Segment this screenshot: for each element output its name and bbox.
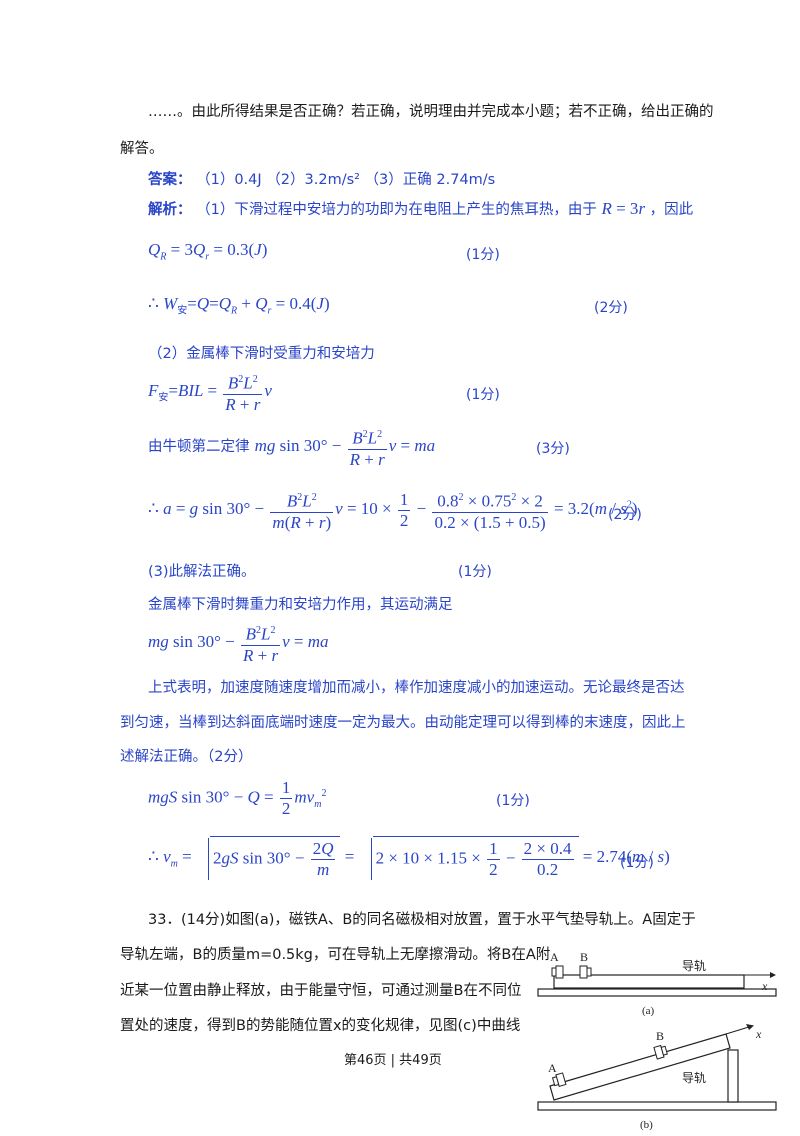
figure-a: A B 导轨 x (a) (532, 946, 782, 1018)
answer-text: （1）0.4J （2）3.2m/s² （3）正确 2.74m/s (196, 172, 496, 188)
figure-a-rail-label: 导轨 (682, 959, 706, 973)
q33-line-2: 导轨左端，B的质量m=0.5kg，可在导轨上无摩擦滑动。将B在A附 (120, 947, 551, 963)
r-relation-formula: R = 3r (601, 199, 646, 218)
score-6: (1分) (458, 564, 492, 580)
q33-line-1: 33．(14分)如图(a)，磁铁A、B的同名磁极相对放置，置于水平气垫导轨上。A… (148, 912, 696, 928)
q33-line-3: 近某一位置由静止释放，由于能量守恒，可通过测量B在不同位 (120, 983, 522, 999)
analysis-line: 解析： （1）下滑过程中安培力的功即为在电阻上产生的焦耳热，由于 R = 3r … (148, 198, 693, 219)
newton-text: 由牛顿第二定律 (148, 439, 250, 456)
figure-b-diagram: A B 导轨 x (b) (537, 1024, 777, 1131)
figure-b-caption: (b) (640, 1119, 653, 1131)
figure-a-label-a: A (550, 950, 559, 964)
figure-b-axis-label: x (755, 1027, 762, 1041)
q33-line-4: 置处的速度，得到B的势能随位置x的变化规律，见图(c)中曲线 (120, 1018, 521, 1034)
score-4: (3分) (536, 441, 570, 457)
part3-para-1: 上式表明，加速度随速度增加而减小，棒作加速度减小的加速运动。无论最终是否达 (148, 680, 685, 696)
part2-title: （2）金属棒下滑时受重力和安培力 (148, 346, 375, 362)
part3-para-2: 到匀速，当棒到达斜面底端时速度一定为最大。由动能定理可以得到棒的末速度，因此上 (120, 715, 686, 731)
figure-b-label-a: A (548, 1061, 557, 1075)
answer-label: 答案： (148, 172, 192, 188)
analysis-label: 解析： (148, 202, 192, 218)
figure-b-rail-label: 导轨 (682, 1071, 706, 1085)
score-3: (1分) (466, 387, 500, 403)
part3-correct: (3)此解法正确。 (148, 564, 256, 580)
figure-a-axis-label: x (761, 979, 768, 993)
score-5: (2分) (608, 507, 642, 523)
page-footer: 第46页 | 共49页 (344, 1053, 442, 1068)
analysis-text: （1）下滑过程中安培力的功即为在电阻上产生的焦耳热，由于 (196, 202, 597, 218)
figure-a-label-b: B (580, 950, 588, 964)
formula-w-an: ∴ W安=Q=QR + Qr = 0.4(J) (148, 294, 330, 317)
formula-q-r: QR = 3Qr = 0.3(J) (148, 240, 268, 263)
part3-desc: 金属棒下滑时舞重力和安培力作用，其运动满足 (148, 597, 453, 613)
part3-para-3: 述解法正确。（2分） (120, 749, 253, 765)
score-7: (1分) (496, 793, 530, 809)
intro-line-1: ……。由此所得结果是否正确？若正确，说明理由并完成本小题；若不正确，给出正确的 (148, 104, 714, 120)
intro-line-2: 解答。 (120, 141, 164, 157)
answer-line: 答案： （1）0.4J （2）3.2m/s² （3）正确 2.74m/s (148, 168, 495, 189)
analysis-text-end: ，因此 (649, 202, 694, 218)
figure-a-caption: (a) (642, 1005, 655, 1017)
score-1: (1分) (466, 247, 500, 263)
score-2: (2分) (594, 300, 628, 316)
figure-a-diagram: A B 导轨 x (a) (537, 950, 777, 1017)
score-8: (1分) (620, 855, 654, 871)
figure-b: A B 导轨 x (b) (532, 1024, 782, 1132)
figure-b-label-b: B (656, 1029, 664, 1043)
